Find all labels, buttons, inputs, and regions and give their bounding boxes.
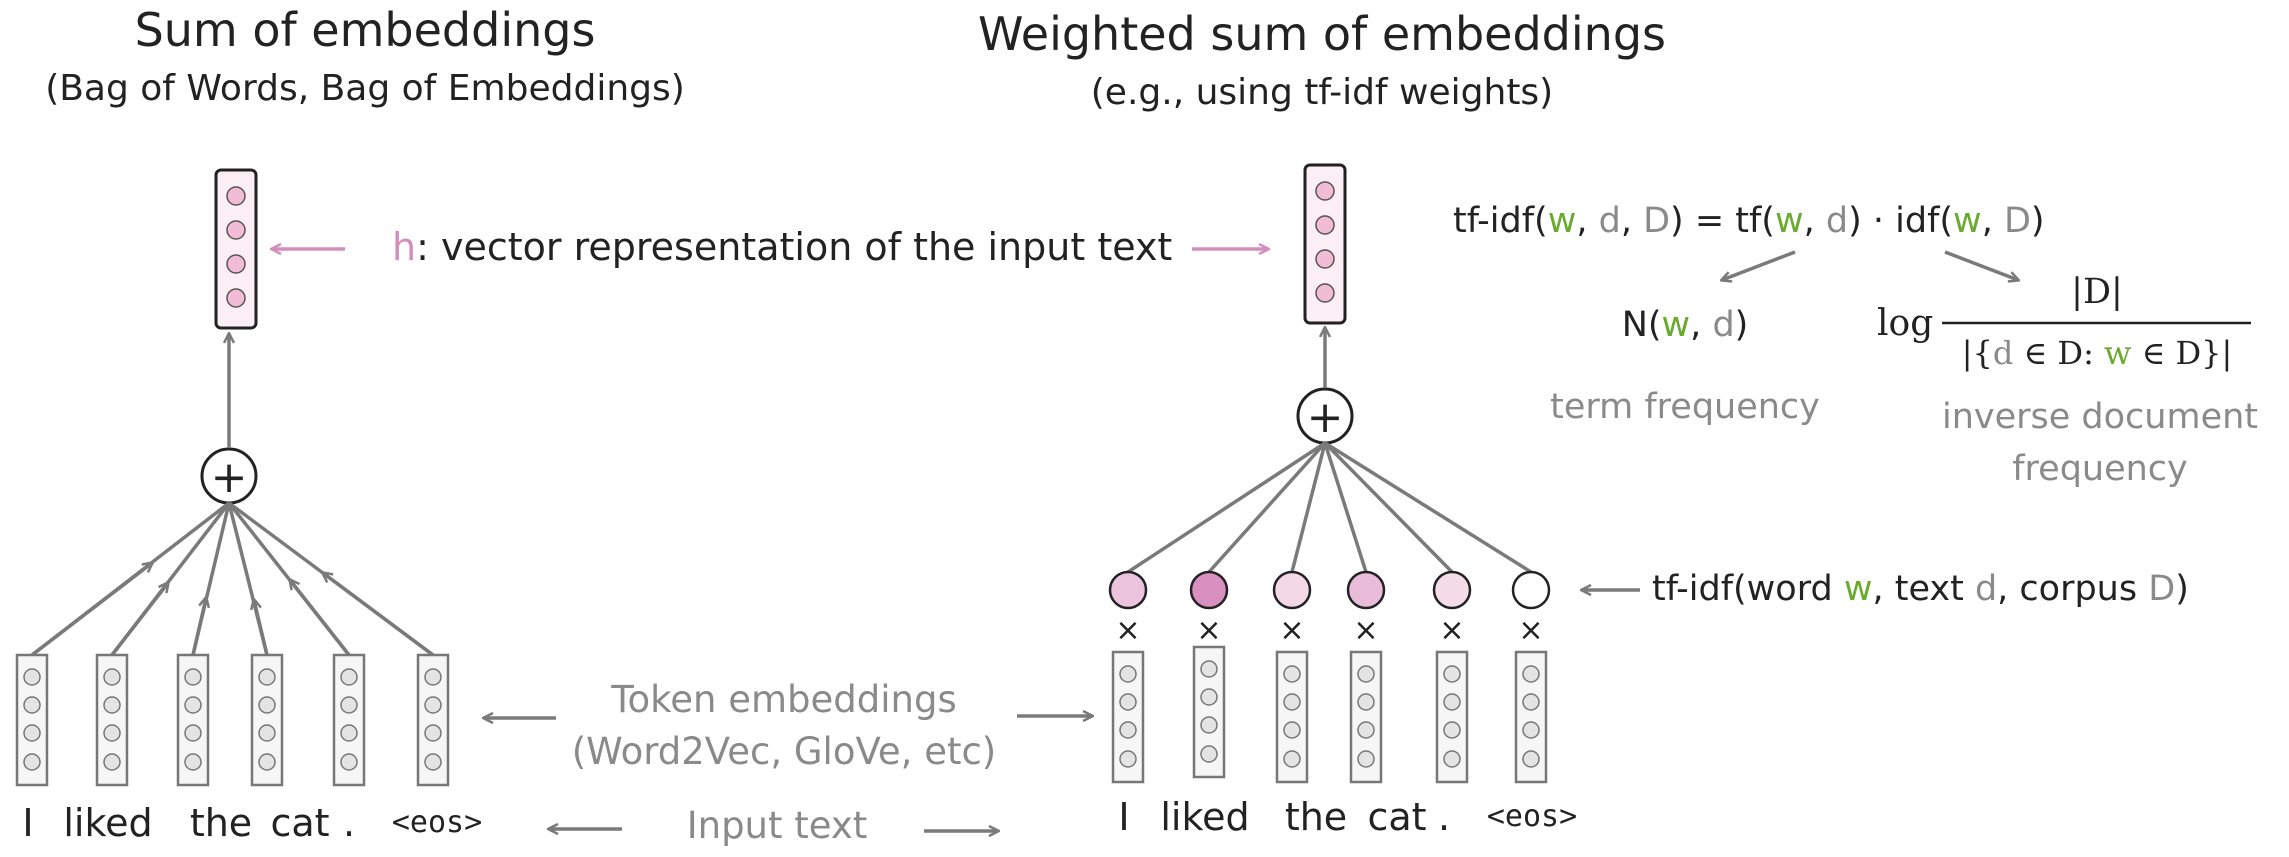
right-embedding-4 bbox=[1349, 650, 1383, 784]
idf-denominator: |{d ∈ D: w ∈ D}| bbox=[1962, 334, 2232, 372]
h-label: h: vector representation of the input te… bbox=[392, 225, 1172, 269]
tf-arrow bbox=[1722, 250, 1796, 280]
weight-circle-2 bbox=[1189, 570, 1229, 610]
idf-arrow bbox=[1944, 250, 2018, 280]
right-input-tokens: I liked the cat . <eos> bbox=[1118, 795, 1577, 839]
idf-name-line2: frequency bbox=[2012, 449, 2188, 489]
weight-circle-3 bbox=[1272, 570, 1312, 610]
token-embeddings-examples: (Word2Vec, GloVe, etc) bbox=[572, 730, 997, 773]
left-sum-edges bbox=[30, 501, 435, 657]
input-text-label: Input text bbox=[687, 804, 868, 847]
weight-label: tf-idf(word w, text d, corpus D) bbox=[1652, 569, 2189, 609]
right-embedding-2 bbox=[1192, 645, 1226, 779]
right-plus-symbol: + bbox=[1307, 392, 1344, 443]
left-subtitle: (Bag of Words, Bag of Embeddings) bbox=[45, 68, 685, 109]
idf-name-line1: inverse document bbox=[1942, 397, 2258, 437]
right-token-3: the bbox=[1285, 795, 1347, 839]
tf-definition: N(w, d) bbox=[1622, 305, 1749, 345]
multiply-4: × bbox=[1353, 613, 1378, 648]
left-embedding-6 bbox=[416, 653, 450, 787]
left-token-1: I bbox=[22, 801, 33, 845]
multiply-3: × bbox=[1279, 613, 1304, 648]
left-sum-node: + bbox=[200, 447, 258, 505]
weight-circle-1 bbox=[1108, 570, 1148, 610]
left-embedding-4 bbox=[250, 653, 284, 787]
right-token-embeddings bbox=[1111, 645, 1548, 784]
idf-numerator: |D| bbox=[2071, 272, 2123, 312]
left-token-4: cat bbox=[270, 801, 329, 845]
right-token-1: I bbox=[1118, 795, 1129, 839]
right-embedding-5 bbox=[1435, 650, 1469, 784]
right-sum-edges bbox=[1127, 441, 1532, 574]
left-embedding-2 bbox=[95, 653, 129, 787]
left-output-vector bbox=[214, 168, 258, 330]
multiply-signs: × × × × × × bbox=[1115, 613, 1543, 648]
left-token-2: liked bbox=[63, 801, 152, 845]
weight-circle-6 bbox=[1511, 570, 1551, 610]
multiply-6: × bbox=[1518, 613, 1543, 648]
right-subtitle: (e.g., using tf-idf weights) bbox=[1091, 72, 1553, 113]
multiply-2: × bbox=[1196, 613, 1221, 648]
tfidf-weights bbox=[1108, 570, 1551, 610]
left-title: Sum of embeddings bbox=[135, 3, 596, 57]
right-embedding-6 bbox=[1514, 650, 1548, 784]
left-token-3: the bbox=[190, 801, 252, 845]
left-embedding-1 bbox=[15, 653, 49, 787]
left-input-tokens: I liked the cat . <eos> bbox=[22, 801, 482, 845]
right-token-6: <eos> bbox=[1487, 799, 1577, 834]
tfidf-formula: tf-idf(w, d, D) = tf(w, d) · idf(w, D) bbox=[1453, 201, 2045, 241]
weight-circle-5 bbox=[1432, 570, 1472, 610]
right-title: Weighted sum of embeddings bbox=[978, 7, 1666, 61]
h-text: : vector representation of the input tex… bbox=[416, 225, 1172, 269]
weight-circle-4 bbox=[1346, 570, 1386, 610]
left-token-5: . bbox=[343, 801, 355, 845]
right-output-vector bbox=[1303, 163, 1347, 325]
right-embedding-3 bbox=[1275, 650, 1309, 784]
left-token-embeddings bbox=[15, 653, 450, 787]
left-token-6: <eos> bbox=[392, 805, 482, 840]
right-token-4: cat bbox=[1367, 795, 1426, 839]
h-symbol: h bbox=[392, 225, 416, 269]
idf-log: log bbox=[1877, 303, 1933, 344]
left-embedding-3 bbox=[176, 653, 210, 787]
token-embeddings-label: Token embeddings bbox=[610, 678, 957, 721]
tf-name: term frequency bbox=[1550, 387, 1820, 427]
left-plus-symbol: + bbox=[211, 452, 248, 503]
left-embedding-5 bbox=[332, 653, 366, 787]
right-token-5: . bbox=[1438, 795, 1450, 839]
multiply-5: × bbox=[1439, 613, 1464, 648]
right-token-2: liked bbox=[1160, 795, 1249, 839]
multiply-1: × bbox=[1115, 613, 1140, 648]
right-sum-node: + bbox=[1296, 387, 1354, 445]
right-embedding-1 bbox=[1111, 650, 1145, 784]
